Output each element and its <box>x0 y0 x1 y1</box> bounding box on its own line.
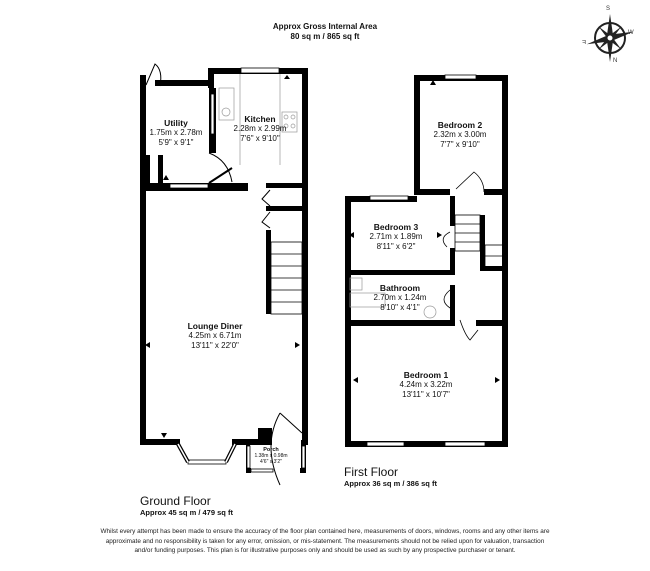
room-bathroom: Bathroom 2.70m x 1.24m 8'10" x 4'1" <box>374 283 427 313</box>
room-bedroom-2: Bedroom 2 2.32m x 3.00m 7'7" x 9'10" <box>434 120 487 150</box>
room-name: Bathroom <box>379 283 421 293</box>
room-metric: 4.25m x 6.71m <box>188 331 242 340</box>
room-name: Utility <box>164 118 188 128</box>
room-imperial: 7'6" x 9'10" <box>240 134 280 143</box>
room-imperial: 13'11" x 10'7" <box>402 390 450 399</box>
compass-south-label: S <box>606 6 611 12</box>
gross-area-header: Approx Gross Internal Area 80 sq m / 865… <box>0 22 650 42</box>
room-metric: 4.24m x 3.22m <box>399 380 453 389</box>
room-imperial: 13'11" x 22'0" <box>191 341 239 350</box>
room-name: Porch <box>263 447 279 453</box>
room-imperial: 5'9" x 9'1" <box>158 138 194 147</box>
room-imperial: 7'7" x 9'10" <box>440 140 480 149</box>
compass-north-label: N <box>613 58 618 64</box>
first-floor-windows <box>366 74 486 447</box>
room-bedroom-3: Bedroom 3 2.71m x 1.89m 8'11" x 6'2" <box>370 222 423 252</box>
room-metric: 2.70m x 1.24m <box>373 293 427 302</box>
room-metric: 2.71m x 1.89m <box>369 232 423 241</box>
room-bedroom-1: Bedroom 1 4.24m x 3.22m 13'11" x 10'7" <box>400 370 453 400</box>
room-imperial: 4'6" x 3'2" <box>260 459 282 465</box>
room-name: Bedroom 2 <box>437 120 483 130</box>
room-porch: Porch 1.38m x 0.98m 4'6" x 3'2" <box>254 447 287 465</box>
first-floor-title: First Floor <box>344 465 398 479</box>
room-name: Bedroom 3 <box>373 222 419 232</box>
ground-floor-area: Approx 45 sq m / 479 sq ft <box>140 508 233 517</box>
first-floor-area: Approx 36 sq m / 386 sq ft <box>344 479 437 488</box>
room-metric: 1.75m x 2.78m <box>149 128 203 137</box>
room-lounge-diner: Lounge Diner 4.25m x 6.71m 13'11" x 22'0… <box>188 321 243 351</box>
ground-floor-title: Ground Floor <box>140 494 211 508</box>
compass-west-label: W <box>628 30 634 36</box>
ground-floor-caption: Ground Floor Approx 45 sq m / 479 sq ft <box>140 494 233 518</box>
compass-rose-icon: S N W E <box>580 6 640 68</box>
gross-area-title: Approx Gross Internal Area <box>272 22 378 31</box>
room-name: Bedroom 1 <box>403 370 449 380</box>
room-metric: 1.38m x 0.98m <box>254 453 288 459</box>
gross-area-value: 80 sq m / 865 sq ft <box>290 32 360 41</box>
room-name: Kitchen <box>244 114 276 124</box>
room-imperial: 8'11" x 6'2" <box>376 242 416 251</box>
room-kitchen: Kitchen 2.28m x 2.99m 7'6" x 9'10" <box>234 114 287 144</box>
disclaimer-text: Whilst every attempt has been made to en… <box>100 528 550 554</box>
room-metric: 2.32m x 3.00m <box>433 130 487 139</box>
room-imperial: 8'10" x 4'1" <box>380 303 420 312</box>
first-floor-caption: First Floor Approx 36 sq m / 386 sq ft <box>344 465 437 489</box>
room-metric: 2.28m x 2.99m <box>233 124 287 133</box>
room-name: Lounge Diner <box>187 321 243 331</box>
room-utility: Utility 1.75m x 2.78m 5'9" x 9'1" <box>150 118 203 148</box>
